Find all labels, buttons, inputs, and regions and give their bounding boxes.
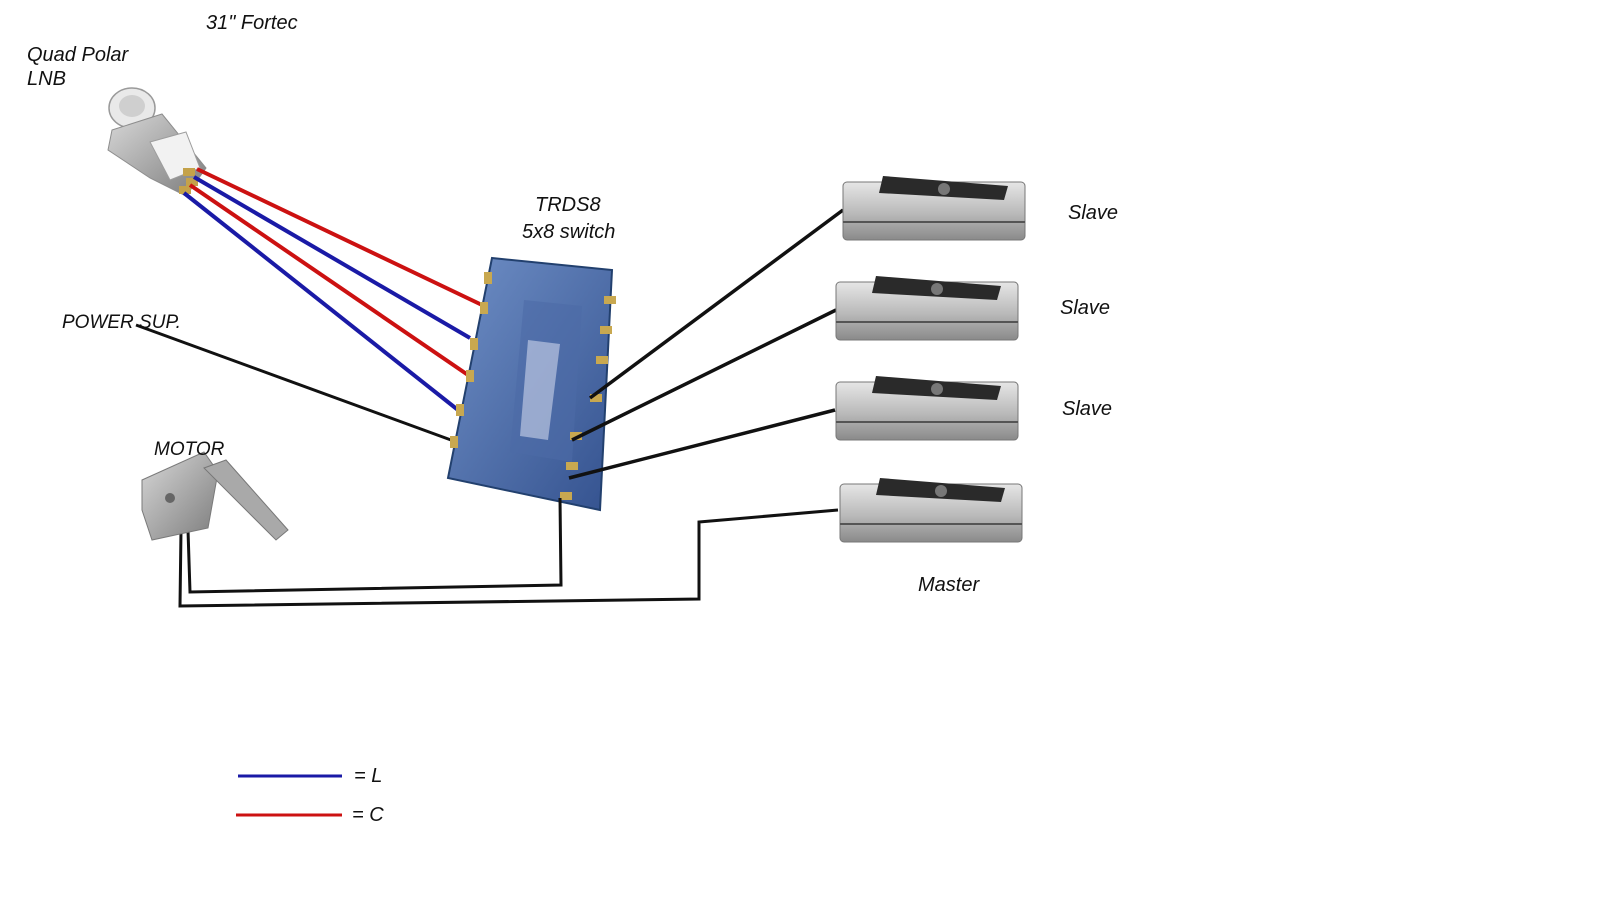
switch-label-line2: 5x8 switch	[522, 221, 616, 243]
trds8-switch	[446, 256, 616, 512]
receiver-cables	[568, 208, 845, 480]
motor-cables	[178, 497, 839, 608]
power-label: POWER SUP.	[62, 312, 181, 333]
receiver-4-label: Master	[918, 574, 980, 596]
receiver-3	[835, 376, 1019, 441]
motor-label: MOTOR	[154, 439, 225, 460]
switch-label-line1: TRDS8	[535, 194, 601, 216]
lnb-cables	[182, 167, 483, 412]
motor-device	[141, 451, 289, 541]
receiver-1	[842, 176, 1026, 241]
receiver-3-label: Slave	[1062, 398, 1113, 420]
lnb-device	[107, 87, 207, 197]
legend-label-c: = C	[352, 804, 384, 826]
lnb-label-line1: Quad Polar	[27, 44, 129, 66]
receiver-2-label: Slave	[1060, 297, 1111, 319]
receiver-4	[839, 478, 1023, 543]
switch-ports	[450, 272, 616, 500]
power-cable	[135, 323, 452, 442]
receiver-2	[835, 276, 1019, 341]
legend-label-l: = L	[354, 765, 383, 787]
receiver-1-label: Slave	[1068, 202, 1119, 224]
lnb-label-line2: LNB	[27, 68, 66, 90]
dish-label: 31" Fortec	[206, 12, 298, 34]
